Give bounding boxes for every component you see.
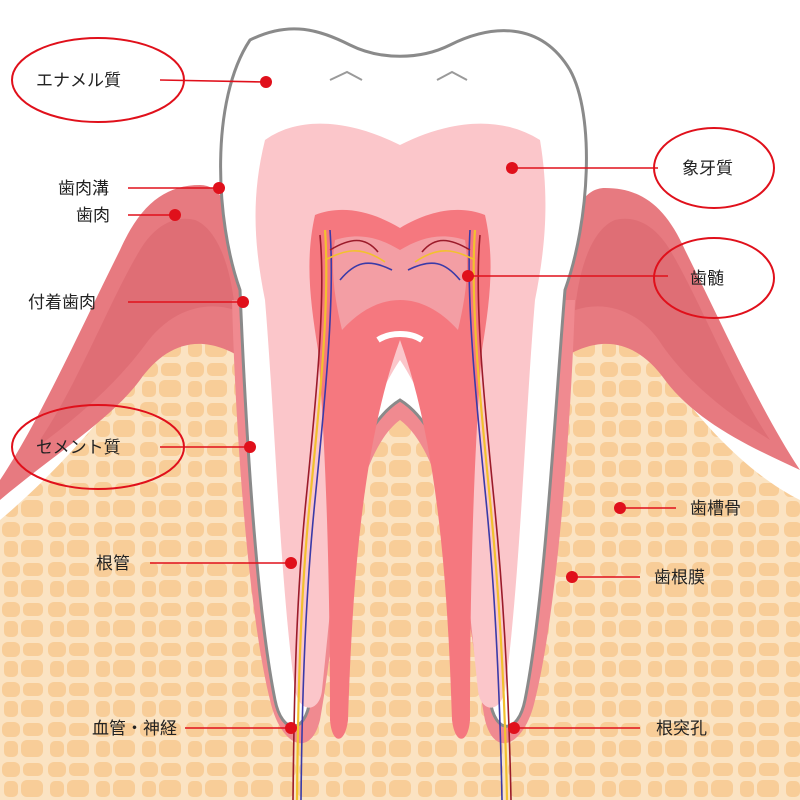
cusp-groove-right: [436, 70, 468, 81]
marker-apical-foramen: [508, 722, 520, 734]
inter-root-bone: [350, 430, 450, 800]
marker-periodontal-ligament: [566, 571, 578, 583]
marker-dots: [169, 76, 626, 734]
inter-root-dentin-edge: [376, 331, 424, 343]
label-root-canal: 根管: [96, 554, 130, 574]
marker-alveolar-bone: [614, 502, 626, 514]
marker-attached-gingiva: [237, 296, 249, 308]
marker-gingiva: [169, 209, 181, 221]
label-gingival-sulcus: 歯肉溝: [58, 179, 109, 199]
cusp-groove-left: [329, 70, 363, 81]
marker-gingival-sulcus: [213, 182, 225, 194]
marker-root-canal: [285, 557, 297, 569]
label-apical-foramen: 根突孔: [656, 719, 707, 739]
leaders: [128, 79, 676, 729]
marker-vessels-nerves: [285, 722, 297, 734]
pulp: [309, 209, 491, 739]
label-pulp: 歯髄: [690, 269, 724, 289]
label-alveolar-bone: 歯槽骨: [690, 499, 741, 519]
marker-pulp: [462, 270, 474, 282]
marker-cementum: [244, 441, 256, 453]
gingiva-right-inner: [575, 218, 770, 440]
marker-enamel: [260, 76, 272, 88]
label-enamel: エナメル質: [36, 71, 121, 91]
vessels-nerves: [292, 229, 512, 800]
label-periodontal-ligament: 歯根膜: [654, 568, 705, 588]
label-vessels-nerves: 血管・神経: [92, 719, 177, 739]
label-cementum: セメント質: [36, 438, 121, 458]
pulp-core: [332, 236, 468, 330]
label-gingiva: 歯肉: [76, 206, 110, 226]
marker-dentin: [506, 162, 518, 174]
label-dentin: 象牙質: [682, 159, 733, 179]
label-attached-gingiva: 付着歯肉: [28, 293, 96, 313]
gingiva-left-inner: [40, 218, 235, 445]
highlight-pulp: [653, 237, 775, 319]
